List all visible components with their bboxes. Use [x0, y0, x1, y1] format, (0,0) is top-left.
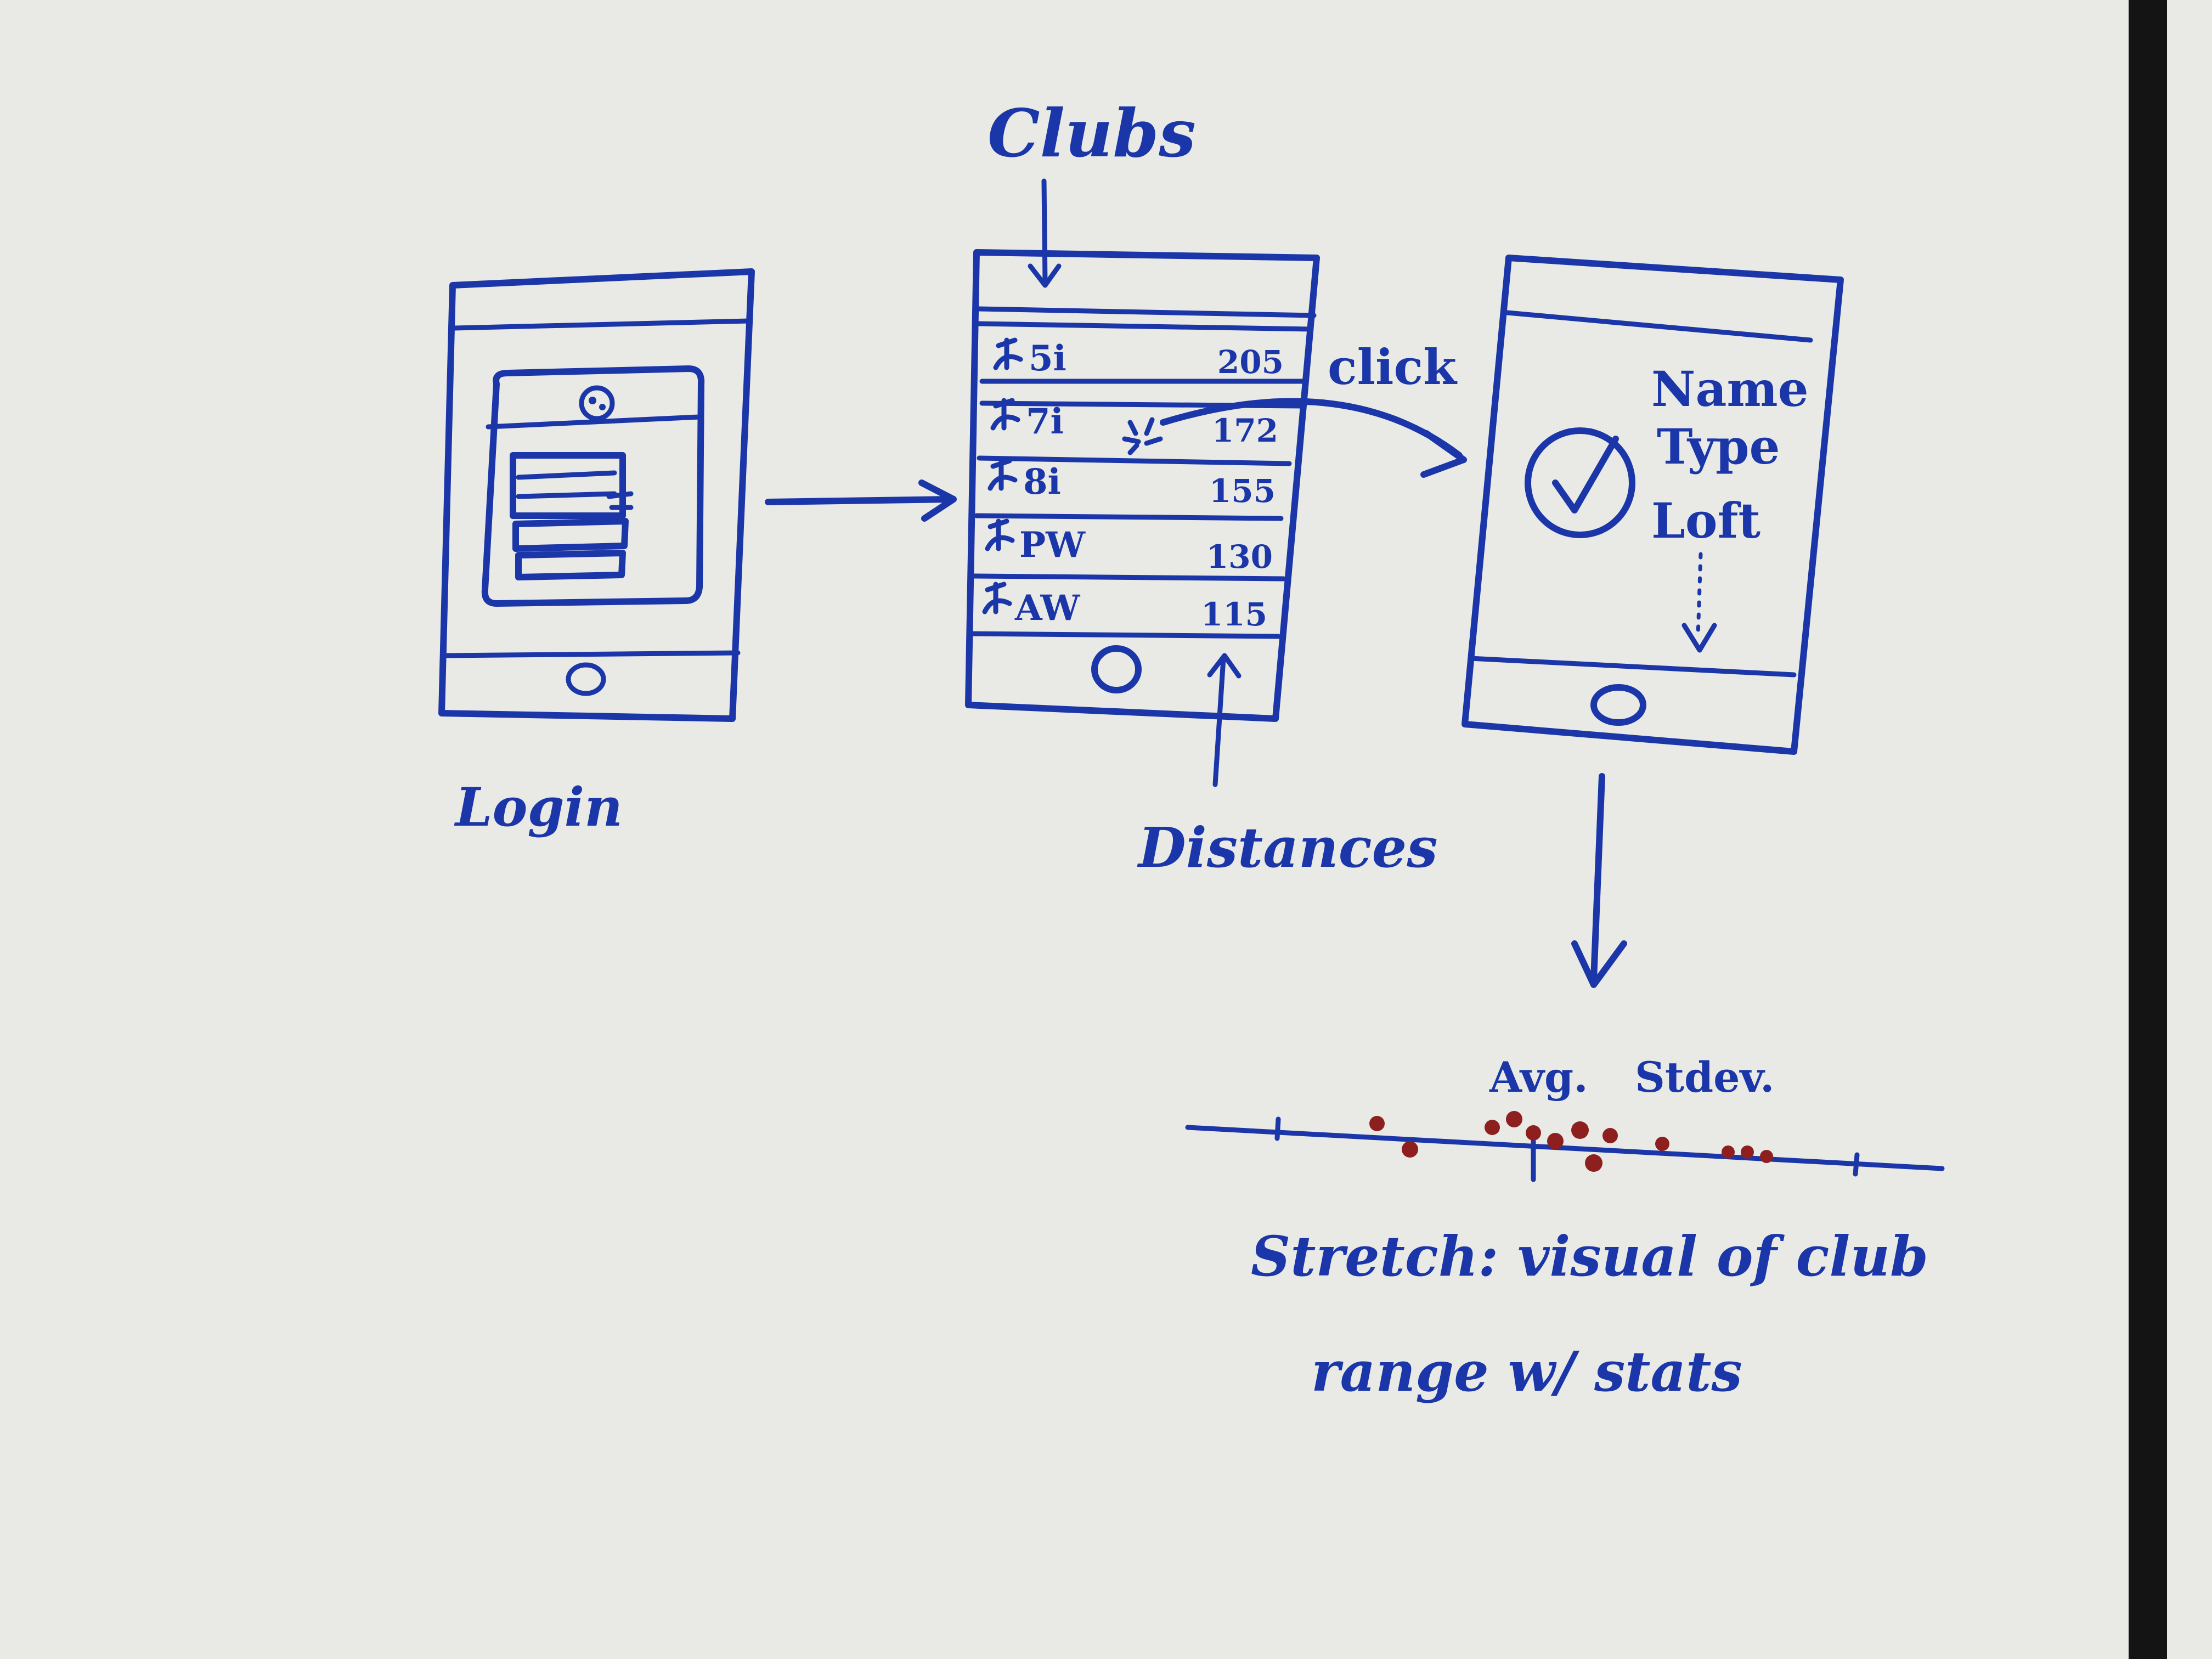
- stretch-note-line1: Stretch: visual of club: [1251, 1224, 1928, 1289]
- arrow-click-to-detail: [1160, 398, 1467, 478]
- clubs-header-line: [977, 306, 1317, 318]
- clubs-phone-outline: [965, 249, 1320, 722]
- login-phone-outline: [438, 268, 755, 722]
- checkbox-icon: [982, 582, 1012, 614]
- club-name: 5i: [1029, 338, 1066, 379]
- list-item: 7i 172: [990, 398, 1278, 449]
- shot-dot: [1506, 1111, 1522, 1127]
- detail-header-line: [1505, 310, 1813, 343]
- clubs-screen-sketch: [965, 249, 1320, 722]
- login-field-ticks: [606, 491, 634, 510]
- clubs-row-divider: [974, 513, 1284, 521]
- checkbox-icon: [985, 518, 1015, 551]
- login-dialog-header-line: [486, 414, 702, 430]
- arrow-distances-to-column: [1207, 653, 1242, 787]
- more-fields-dotted-line: [1696, 552, 1703, 639]
- home-button-icon: [566, 662, 606, 696]
- club-name: 7i: [1026, 401, 1064, 442]
- club-distance: 115: [1201, 596, 1267, 633]
- shot-dot: [1485, 1120, 1500, 1135]
- detail-field-loft: Loft: [1651, 492, 1760, 549]
- click-label: click: [1328, 338, 1458, 396]
- range-visual-sketch: [1185, 1111, 1945, 1182]
- club-name: 8i: [1023, 461, 1061, 503]
- stretch-note-line2: range w/ stats: [1311, 1339, 1742, 1404]
- club-distance: 172: [1212, 412, 1278, 449]
- arrow-login-to-clubs: [765, 479, 957, 522]
- arrow-clubs-to-header: [1028, 178, 1062, 288]
- shot-dot: [1760, 1150, 1773, 1163]
- shot-dot: [1547, 1133, 1564, 1149]
- arrow-detail-to-range: [1571, 773, 1627, 988]
- shot-dot: [1402, 1141, 1418, 1158]
- shot-dot: [1602, 1128, 1618, 1143]
- clubs-list-rows: 5i 205 7i 172 8i 155 PW 130 AW 115: [982, 337, 1284, 633]
- home-button-icon: [1590, 684, 1646, 726]
- detail-fields: Name Type Loft: [1651, 360, 1809, 653]
- distances-label: Distances: [1137, 815, 1438, 880]
- list-item: PW 130: [985, 518, 1273, 575]
- list-item: 5i 205: [993, 337, 1284, 381]
- shot-dot: [1722, 1146, 1735, 1159]
- login-top-bar-line: [452, 318, 752, 331]
- clubs-row-divider: [977, 455, 1292, 466]
- home-button-icon: [1091, 645, 1142, 693]
- more-fields-arrow: [1681, 623, 1717, 653]
- range-axis-line: [1185, 1125, 1945, 1171]
- detail-bottom-bar-line: [1468, 656, 1797, 678]
- shot-dot: [1585, 1154, 1602, 1172]
- club-distance: 130: [1206, 538, 1273, 575]
- club-name: PW: [1019, 524, 1086, 566]
- login-dialog-outline: [481, 365, 705, 607]
- login-bottom-bar-line: [443, 650, 741, 658]
- detail-field-name: Name: [1651, 360, 1809, 417]
- tap-indicator-icon: [1122, 417, 1163, 455]
- checkbox-icon: [990, 398, 1020, 431]
- clubs-row-divider: [971, 573, 1286, 582]
- shot-dot: [1571, 1121, 1589, 1139]
- club-distance: 205: [1217, 343, 1284, 381]
- avg-label: Avg.: [1489, 1053, 1588, 1102]
- login-password-field: [512, 518, 629, 552]
- club-distance: 155: [1209, 472, 1276, 510]
- stddev-label: Stdev.: [1635, 1053, 1774, 1102]
- clubs-row-divider: [968, 631, 1281, 639]
- check-circle-icon: [1525, 427, 1635, 538]
- avatar-icon: [579, 385, 615, 421]
- range-axis-ticks: [1274, 1116, 1860, 1177]
- login-username-field: [510, 452, 626, 519]
- clubs-header-line-2: [977, 321, 1314, 332]
- list-item: 8i 155: [988, 458, 1276, 510]
- detail-field-type: Type: [1657, 418, 1780, 475]
- detail-screen-sketch: [1462, 255, 1844, 755]
- checkbox-icon: [988, 458, 1018, 491]
- shot-dot: [1526, 1125, 1541, 1141]
- shot-dots: [1369, 1111, 1773, 1172]
- shot-dot: [1655, 1137, 1669, 1151]
- detail-phone-outline: [1462, 255, 1844, 755]
- shot-dot: [1369, 1116, 1385, 1131]
- login-screen-sketch: [438, 268, 755, 722]
- list-item: AW 115: [982, 582, 1267, 633]
- login-label: Login: [454, 776, 623, 838]
- club-name: AW: [1014, 588, 1080, 629]
- checkbox-icon: [993, 337, 1023, 370]
- login-field-lines: [516, 470, 617, 499]
- shot-dot: [1741, 1146, 1754, 1159]
- login-submit-button: [515, 550, 626, 580]
- clubs-label: Clubs: [988, 95, 1196, 172]
